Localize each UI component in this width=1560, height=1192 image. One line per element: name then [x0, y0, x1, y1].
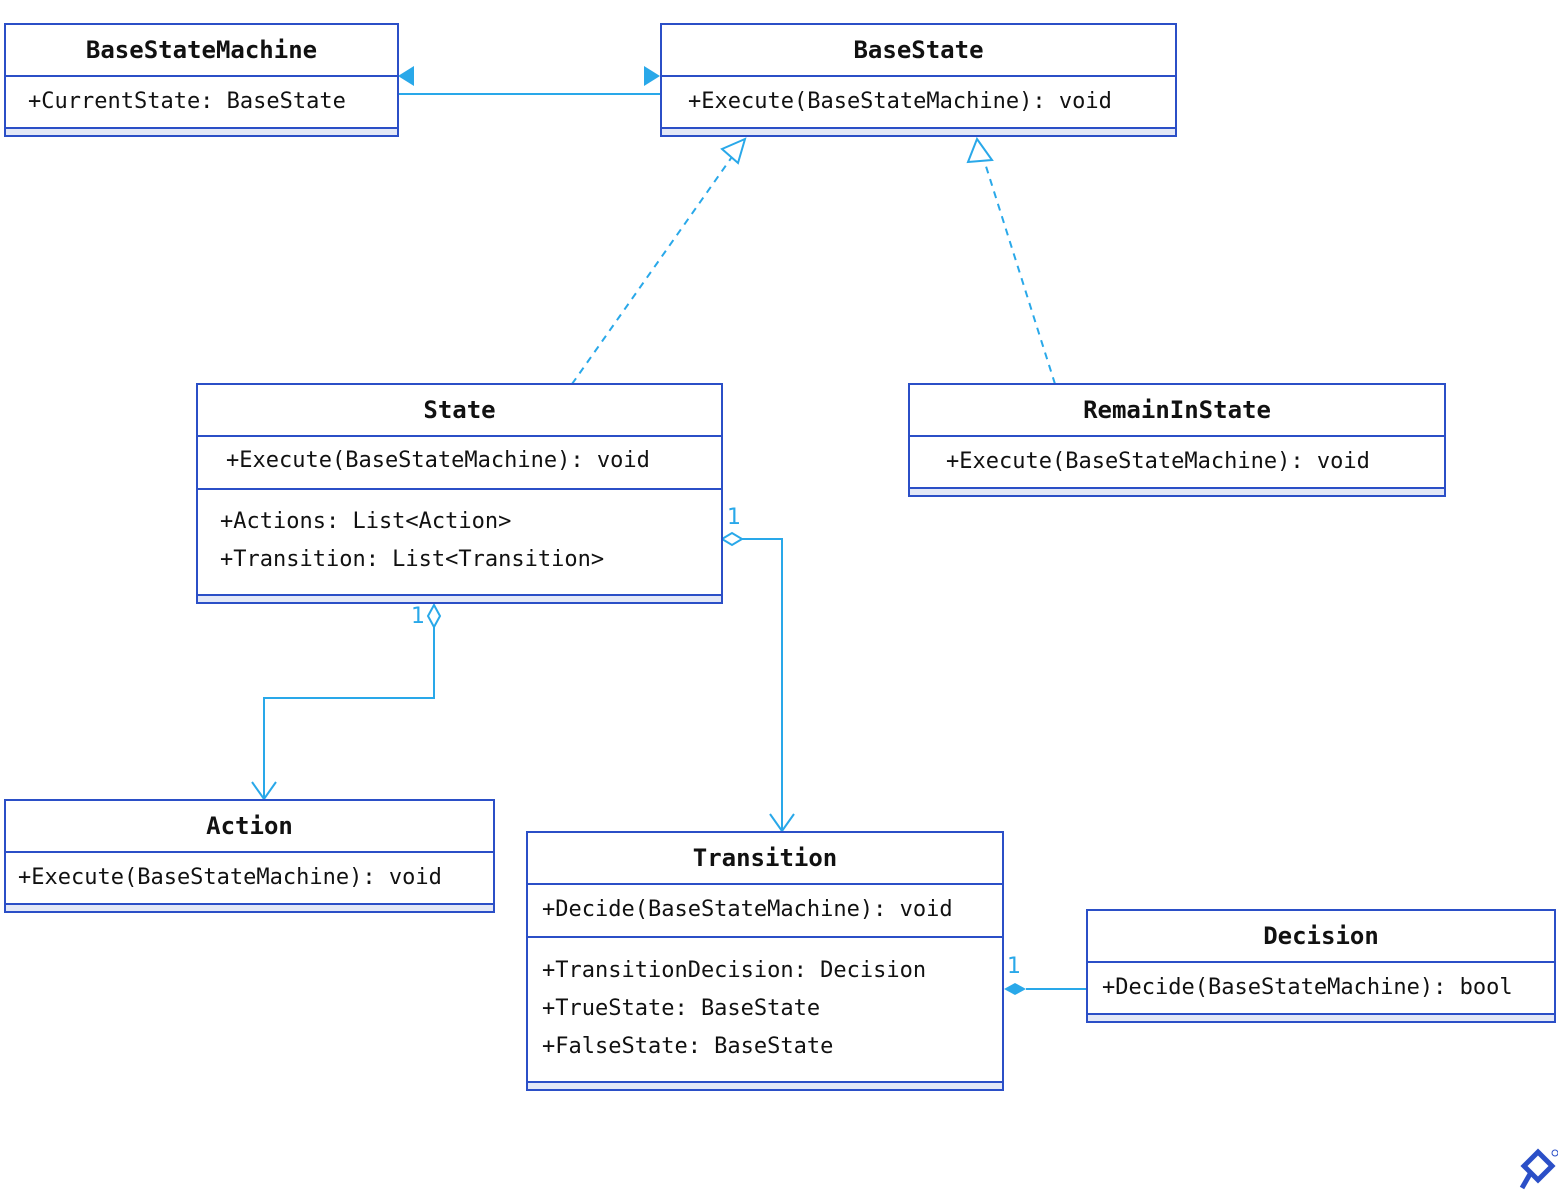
class-attribute: +Transition: List<Transition>	[220, 547, 605, 572]
class-name: Decision	[1088, 911, 1554, 963]
aggregation-line-transition	[742, 538, 783, 831]
class-members: +Execute(BaseStateMachine): void	[910, 437, 1444, 489]
class-footer	[6, 905, 493, 911]
class-attribute: +FalseState: BaseState	[542, 1034, 834, 1059]
class-remain-in-state: RemainInState +Execute(BaseStateMachine)…	[908, 383, 1446, 497]
class-members: +Execute(BaseStateMachine): void	[6, 853, 493, 905]
hollow-triangle-state	[720, 137, 747, 165]
class-operation: +Execute(BaseStateMachine): void	[226, 448, 650, 473]
brand-logo-icon	[1519, 1148, 1558, 1190]
class-attribute: +Actions: List<Action>	[220, 509, 512, 534]
class-footer	[6, 129, 397, 135]
multiplicity-state-transition: 1	[727, 505, 741, 530]
class-member: +CurrentState: BaseState	[28, 89, 346, 114]
arrowhead-left	[398, 66, 414, 86]
class-name: Transition	[528, 833, 1002, 885]
class-base-state: BaseState +Execute(BaseStateMachine): vo…	[660, 23, 1177, 137]
class-members: +CurrentState: BaseState	[6, 77, 397, 129]
class-footer	[662, 129, 1175, 135]
class-attribute: +TrueState: BaseState	[542, 996, 821, 1021]
class-operations: +Execute(BaseStateMachine): void	[198, 437, 721, 490]
class-attributes: +TransitionDecision: Decision +TrueState…	[528, 938, 1002, 1083]
class-name: RemainInState	[910, 385, 1444, 437]
class-operation: +Decide(BaseStateMachine): void	[542, 897, 953, 922]
class-member: +Execute(BaseStateMachine): void	[18, 865, 442, 890]
class-footer	[1088, 1015, 1554, 1021]
class-decision: Decision +Decide(BaseStateMachine): bool	[1086, 909, 1556, 1023]
class-footer	[910, 489, 1444, 495]
class-operations: +Decide(BaseStateMachine): void	[528, 885, 1002, 938]
class-footer	[198, 596, 721, 602]
class-base-state-machine: BaseStateMachine +CurrentState: BaseStat…	[4, 23, 399, 137]
arrowhead-right	[644, 66, 660, 86]
class-member: +Execute(BaseStateMachine): void	[688, 89, 1112, 114]
multiplicity-state-action: 1	[411, 604, 425, 629]
class-state: State +Execute(BaseStateMachine): void +…	[196, 383, 723, 604]
class-footer	[528, 1083, 1002, 1089]
class-name: State	[198, 385, 721, 437]
class-name: Action	[6, 801, 493, 853]
aggregation-diamond-transition	[720, 531, 744, 547]
class-action: Action +Execute(BaseStateMachine): void	[4, 799, 495, 913]
realization-line-state	[571, 153, 735, 385]
hollow-triangle-remaininstate	[966, 136, 994, 164]
class-member: +Execute(BaseStateMachine): void	[946, 449, 1370, 474]
multiplicity-transition-decision: 1	[1007, 954, 1021, 979]
realization-line-remaininstate	[983, 159, 1056, 385]
class-name: BaseStateMachine	[6, 25, 397, 77]
class-name: BaseState	[662, 25, 1175, 77]
class-member: +Decide(BaseStateMachine): bool	[1102, 975, 1513, 1000]
aggregation-line-action	[263, 627, 435, 799]
class-transition: Transition +Decide(BaseStateMachine): vo…	[526, 831, 1004, 1091]
aggregation-diamond-action	[426, 602, 442, 630]
class-members: +Execute(BaseStateMachine): void	[662, 77, 1175, 129]
class-attributes: +Actions: List<Action> +Transition: List…	[198, 490, 721, 596]
class-attribute: +TransitionDecision: Decision	[542, 958, 927, 983]
class-members: +Decide(BaseStateMachine): bool	[1088, 963, 1554, 1015]
composition-diamond-decision	[1004, 983, 1026, 995]
